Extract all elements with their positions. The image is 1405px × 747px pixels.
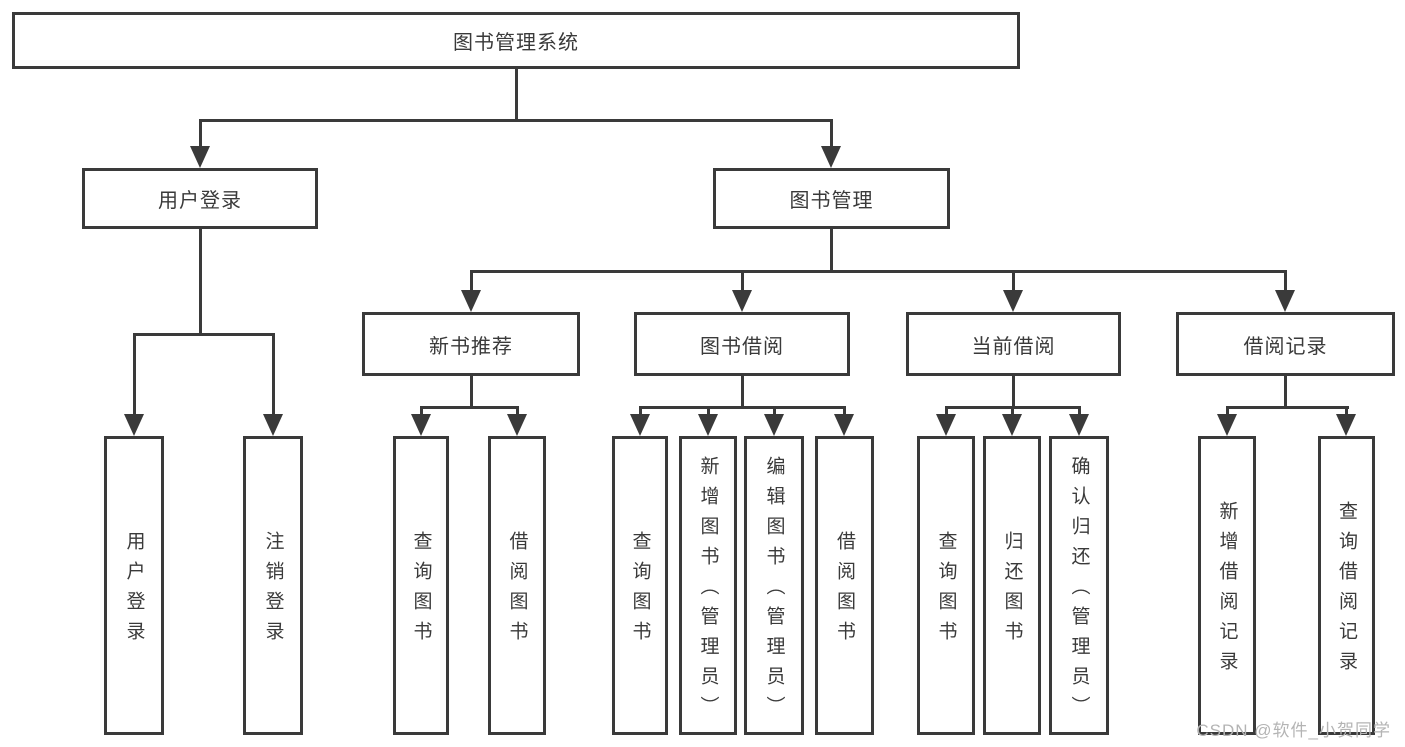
node-borrow-record: 借阅记录	[1176, 312, 1395, 376]
connector-vline	[1345, 406, 1348, 418]
connector-vline	[199, 228, 202, 336]
node-label: 编辑图书（管理员）	[763, 456, 785, 726]
node-label: 新书推荐	[429, 335, 513, 358]
leaf-query-borrow-record: 查询借阅记录	[1318, 436, 1375, 735]
node-new-book-recommend: 新书推荐	[362, 312, 580, 376]
connector-vline	[1284, 270, 1287, 294]
connector-vline	[516, 406, 519, 418]
connector-hline	[1226, 406, 1349, 409]
leaf-confirm-return-admin: 确认归还（管理员）	[1049, 436, 1109, 735]
node-label: 图书管理系统	[453, 32, 579, 54]
connector-vline	[1012, 270, 1015, 294]
connector-vline	[830, 228, 833, 273]
connector-vline	[830, 119, 833, 150]
arrow-down-icon	[124, 414, 144, 436]
connector-vline	[272, 333, 275, 418]
node-label: 查询借阅记录	[1336, 501, 1357, 681]
leaf-borrow-book: 借阅图书	[815, 436, 874, 735]
arrow-down-icon	[936, 414, 956, 436]
leaf-add-book-admin: 新增图书（管理员）	[679, 436, 737, 735]
node-label: 查询图书	[410, 531, 432, 651]
leaf-borrow-book-recommend: 借阅图书	[488, 436, 546, 735]
connector-vline	[707, 406, 710, 418]
watermark-text: CSDN @软件_小贺同学	[1196, 721, 1391, 740]
connector-vline	[470, 375, 473, 409]
leaf-edit-book-admin: 编辑图书（管理员）	[744, 436, 804, 735]
connector-vline	[773, 406, 776, 418]
node-label: 新增借阅记录	[1216, 501, 1238, 681]
node-label: 归还图书	[1001, 531, 1023, 651]
connector-vline	[515, 68, 518, 122]
arrow-down-icon	[190, 146, 210, 168]
arrow-down-icon	[1069, 414, 1089, 436]
node-current-borrow: 当前借阅	[906, 312, 1121, 376]
leaf-add-borrow-record: 新增借阅记录	[1198, 436, 1256, 735]
arrow-down-icon	[1336, 414, 1356, 436]
connector-vline	[1078, 406, 1081, 418]
connector-vline	[945, 406, 948, 418]
arrow-down-icon	[461, 290, 481, 312]
node-label: 借阅图书	[834, 531, 855, 651]
leaf-return-book: 归还图书	[983, 436, 1041, 735]
leaf-query-book-current: 查询图书	[917, 436, 975, 735]
node-library-system: 图书管理系统	[12, 12, 1020, 69]
connector-hline	[420, 406, 519, 409]
arrow-down-icon	[834, 414, 854, 436]
arrow-down-icon	[1217, 414, 1237, 436]
node-label: 注销登录	[262, 531, 284, 651]
connector-vline	[843, 406, 846, 418]
node-label: 借阅图书	[506, 531, 528, 651]
arrow-down-icon	[263, 414, 283, 436]
node-label: 用户登录	[158, 190, 242, 212]
connector-hline	[199, 119, 833, 122]
connector-hline	[133, 333, 275, 336]
node-label: 借阅记录	[1243, 335, 1328, 358]
arrow-down-icon	[1003, 290, 1023, 312]
connector-vline	[470, 270, 473, 294]
node-book-management: 图书管理	[713, 168, 950, 229]
node-label: 当前借阅	[971, 335, 1056, 358]
connector-hline	[470, 270, 1287, 273]
connector-vline	[133, 333, 136, 418]
arrow-down-icon	[764, 414, 784, 436]
arrow-down-icon	[1002, 414, 1022, 436]
leaf-query-book-recommend: 查询图书	[393, 436, 449, 735]
connector-vline	[1012, 375, 1015, 409]
connector-hline	[639, 406, 846, 409]
connector-vline	[420, 406, 423, 418]
connector-vline	[1011, 406, 1014, 418]
arrow-down-icon	[732, 290, 752, 312]
node-label: 确认归还（管理员）	[1068, 456, 1090, 726]
node-label: 图书借阅	[700, 335, 784, 358]
node-label: 查询图书	[629, 531, 651, 651]
arrow-down-icon	[507, 414, 527, 436]
connector-vline	[741, 375, 744, 409]
connector-vline	[741, 270, 744, 294]
arrow-down-icon	[630, 414, 650, 436]
arrow-down-icon	[821, 146, 841, 168]
connector-vline	[1226, 406, 1229, 418]
connector-vline	[639, 406, 642, 418]
node-label: 新增图书（管理员）	[697, 456, 719, 726]
arrow-down-icon	[411, 414, 431, 436]
leaf-logout: 注销登录	[243, 436, 303, 735]
node-book-borrow: 图书借阅	[634, 312, 850, 376]
leaf-user-login: 用户登录	[104, 436, 164, 735]
arrow-down-icon	[1275, 290, 1295, 312]
connector-vline	[1284, 375, 1287, 409]
node-label: 查询图书	[935, 531, 957, 651]
connector-vline	[199, 119, 202, 150]
node-label: 图书管理	[789, 190, 874, 212]
node-label: 用户登录	[123, 531, 145, 651]
leaf-query-book-borrow: 查询图书	[612, 436, 668, 735]
node-user-login: 用户登录	[82, 168, 318, 229]
arrow-down-icon	[698, 414, 718, 436]
